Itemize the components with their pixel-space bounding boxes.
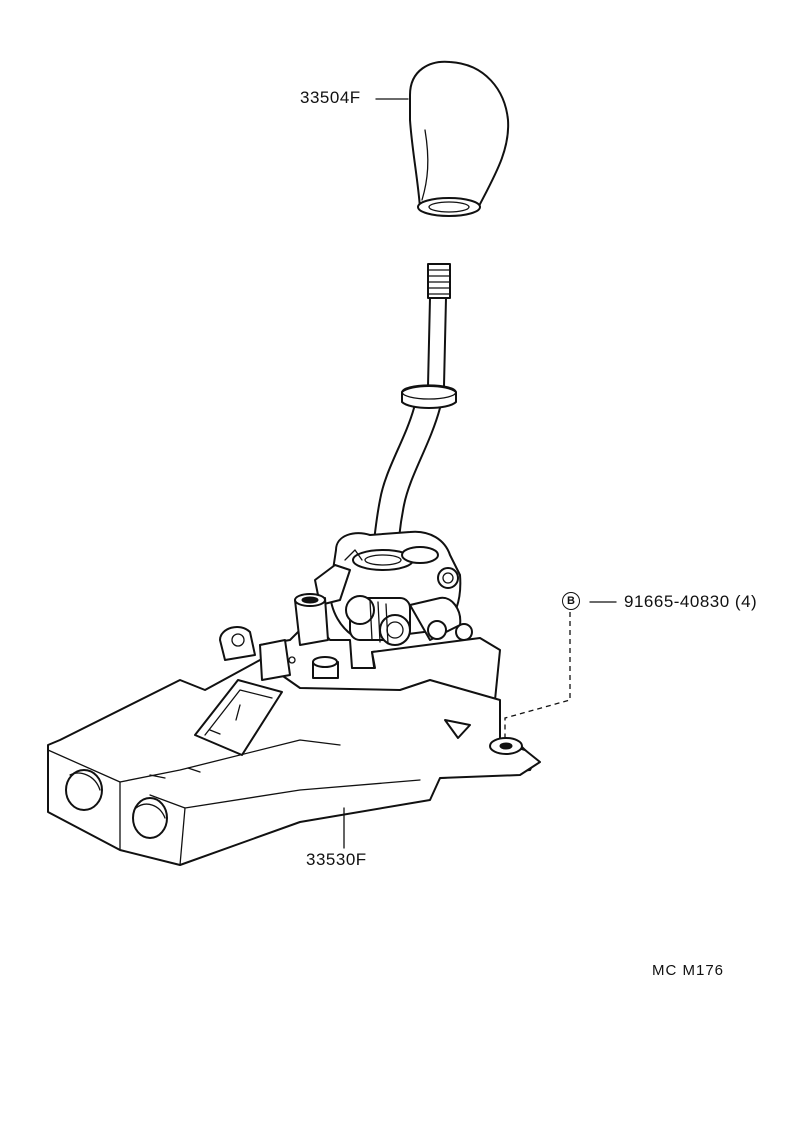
lever-assembly-part-number: 33530F [306, 850, 367, 869]
shift-lever-rod [371, 263, 457, 561]
shift-knob-drawing [409, 60, 510, 217]
bolt-marker-badge: B [562, 592, 580, 610]
figure-code: MC M176 [652, 962, 725, 979]
knob-part-number: 33504F [300, 88, 361, 107]
bolt-part-number: 91665-40830 (4) [624, 592, 758, 611]
base-bracket [47, 593, 541, 866]
bolt-dashed-leader [504, 612, 571, 738]
